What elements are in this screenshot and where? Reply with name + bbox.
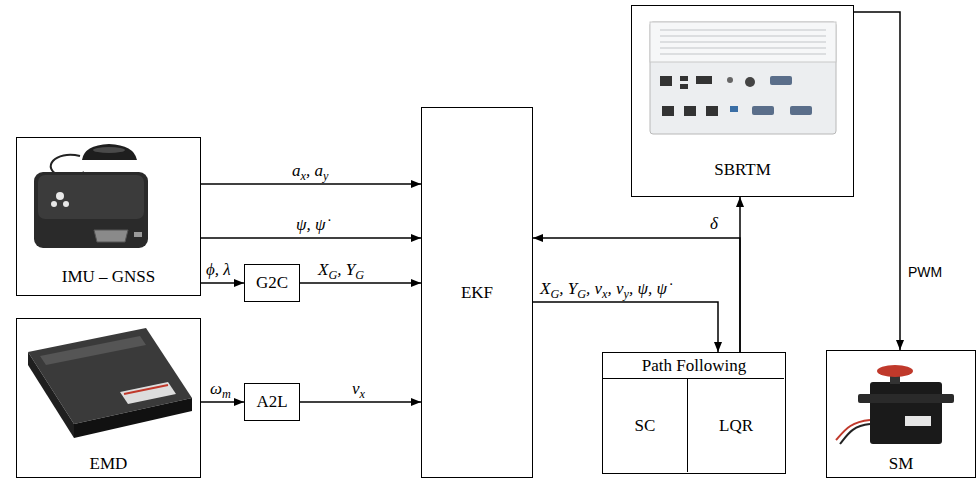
ethernet-port bbox=[684, 106, 696, 116]
emd-front bbox=[74, 398, 192, 438]
imu-logo bbox=[63, 201, 69, 207]
box-label: IMU – GNSS bbox=[62, 267, 156, 287]
emd-picture bbox=[28, 328, 192, 438]
process-box: A2L bbox=[244, 383, 300, 421]
target-machine-body bbox=[650, 22, 836, 134]
emd-sticker bbox=[120, 382, 176, 404]
controller-cell: SC bbox=[603, 378, 688, 472]
box-label: SBRTM bbox=[714, 160, 771, 180]
box-label: EMD bbox=[90, 454, 128, 474]
signal-arrow bbox=[201, 282, 244, 284]
imu-gnss-picture bbox=[34, 144, 148, 248]
signal-arrow bbox=[533, 302, 718, 352]
indicator bbox=[727, 77, 733, 83]
signal-arrow bbox=[854, 12, 900, 350]
box-label: G2C bbox=[256, 273, 288, 293]
box-label: EKF bbox=[461, 283, 493, 303]
sbrtm-picture bbox=[650, 22, 836, 134]
signal-arrow bbox=[533, 238, 740, 352]
target-machine-top bbox=[650, 22, 836, 62]
usb-port bbox=[730, 106, 738, 112]
signal-label: XG, YG bbox=[316, 260, 366, 280]
usb-port bbox=[134, 232, 142, 237]
serial-port bbox=[770, 76, 792, 85]
imu-body bbox=[34, 172, 148, 248]
device-box: SM bbox=[826, 350, 976, 478]
servo-body bbox=[870, 382, 942, 444]
signal-arrow bbox=[300, 401, 421, 403]
ethernet-port bbox=[706, 106, 718, 116]
device-box: EMD bbox=[16, 318, 201, 478]
box-label: A2L bbox=[256, 392, 287, 412]
imu-logo bbox=[56, 192, 64, 200]
process-box: G2C bbox=[244, 264, 300, 302]
usb-port bbox=[680, 84, 688, 89]
signal-label: ψ, ψ̇ bbox=[294, 215, 328, 235]
servo-picture bbox=[836, 365, 954, 444]
emd-side bbox=[28, 352, 74, 438]
servo-sticker bbox=[905, 416, 931, 426]
controller-cell: LQR bbox=[688, 378, 784, 472]
serial-port bbox=[94, 230, 128, 242]
imu-top bbox=[38, 175, 144, 219]
filter-box: EKF bbox=[421, 107, 533, 478]
power-button bbox=[745, 77, 755, 87]
ethernet-port bbox=[662, 106, 674, 116]
display-port bbox=[696, 76, 712, 84]
controller-box: Path FollowingSC LQR bbox=[602, 352, 786, 474]
signal-label: ϕ, λ bbox=[204, 260, 233, 280]
signal-label: ωm bbox=[208, 379, 233, 399]
servo-horn bbox=[877, 365, 913, 377]
box-label: SM bbox=[889, 454, 914, 474]
signal-arrow bbox=[201, 183, 421, 185]
signal-arrow bbox=[201, 401, 244, 403]
imu-logo bbox=[51, 201, 57, 207]
device-box: SBRTM bbox=[631, 5, 854, 197]
signal-label: XG, YG, vx, vy, ψ, ψ̇ bbox=[538, 279, 669, 299]
usb-port bbox=[680, 76, 688, 81]
terminal-strip bbox=[40, 336, 146, 365]
signal-label: δ bbox=[708, 214, 720, 234]
signal-label: ax, ay bbox=[290, 161, 330, 181]
signal-arrow bbox=[201, 237, 421, 239]
servo-wire bbox=[840, 424, 870, 444]
sticker-stripe bbox=[124, 385, 168, 394]
ethernet-port bbox=[660, 76, 672, 86]
gnss-antenna bbox=[82, 144, 137, 160]
device-box: IMU – GNSS bbox=[16, 137, 201, 296]
box-label: SC bbox=[635, 416, 656, 436]
box-label: Path Following bbox=[642, 356, 746, 376]
vent-lines bbox=[660, 30, 826, 54]
signal-label: vx bbox=[350, 379, 367, 399]
servo-flange bbox=[858, 394, 954, 403]
signal-arrow bbox=[300, 282, 421, 284]
serial-port bbox=[752, 106, 774, 115]
box-label: LQR bbox=[719, 416, 753, 436]
antenna-shine bbox=[93, 147, 125, 153]
signal-label: PWM bbox=[906, 262, 944, 282]
serial-port bbox=[790, 106, 812, 115]
